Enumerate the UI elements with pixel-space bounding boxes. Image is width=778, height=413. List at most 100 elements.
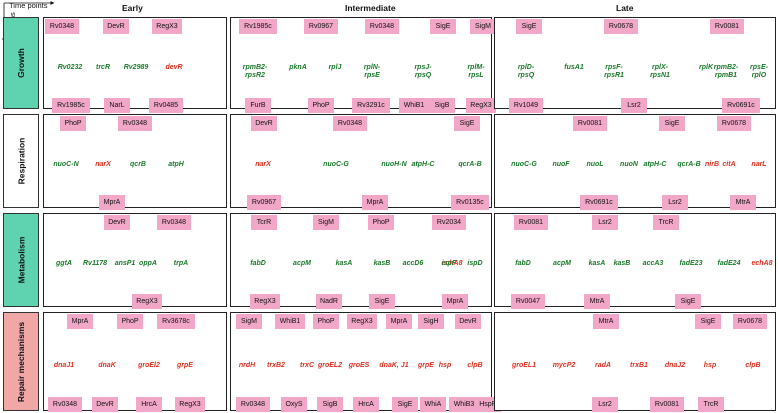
regulator-box: Rv1049 [508, 98, 544, 113]
regulator-box: MprA [67, 314, 93, 329]
gene-label: ispF [441, 260, 457, 267]
gene-label: rplJ [328, 64, 342, 71]
gene-label: kasB [613, 260, 631, 267]
row-label-text: Growth [16, 48, 26, 78]
regulator-box: Rv0348 [117, 116, 153, 131]
gene-label: groEl2 [138, 362, 160, 369]
gene-label: acpM [293, 260, 311, 267]
gene-label: oppA [139, 260, 157, 267]
regulator-box: PhoP [308, 98, 334, 113]
regulator-box: Rv0691c [721, 98, 761, 113]
panel-rep-late [494, 312, 776, 411]
regulator-box: Rv0081 [709, 19, 745, 34]
gene-label: echA8 [751, 260, 773, 267]
gene-label: grpE [418, 362, 434, 369]
regulator-box: MprA [362, 195, 388, 210]
regulator-box: Rv0678 [732, 314, 768, 329]
regulator-box: SigH [418, 314, 444, 329]
regulator-box: SigE [430, 19, 456, 34]
regulator-box: WhiB3 [449, 397, 479, 412]
panel-rep-inter [230, 312, 492, 411]
regulator-box: MtrA [584, 294, 610, 309]
column-header-early: Early [122, 3, 143, 13]
row-label-text: Respiration [16, 137, 27, 185]
gene-label: qcrA-B [458, 161, 482, 168]
regulator-box: DevR [455, 314, 481, 329]
regulator-box: Rv0678 [603, 19, 639, 34]
gene-label: accD6 [402, 260, 424, 267]
regulator-box: Rv0967 [246, 195, 282, 210]
regulator-box: WhiB1 [275, 314, 305, 329]
gene-label: kasA [588, 260, 606, 267]
gene-label: rplX-rpsN1 [650, 64, 670, 79]
gene-label: ispD [467, 260, 483, 267]
regulator-box: SigM [470, 19, 496, 34]
regulator-box: SigE [369, 294, 395, 309]
gene-label: atpH-C [643, 161, 667, 168]
regulator-box: FurB [245, 98, 271, 113]
regulator-box: Lsr2 [592, 215, 618, 230]
gene-label: rpsF-rpsR1 [604, 64, 624, 79]
regulator-box: SigE [454, 116, 480, 131]
gene-label: rplD-rpsQ [517, 64, 535, 79]
regulator-box: SigE [675, 294, 701, 309]
regulator-box: Rv0348 [235, 397, 271, 412]
regulator-box: RegX3 [250, 294, 280, 309]
gene-label: groES [348, 362, 370, 369]
gene-label: nuoN [620, 161, 638, 168]
regulator-box: PhoP [313, 314, 339, 329]
gene-label: dnaJ1 [53, 362, 75, 369]
gene-label: groEL2 [317, 362, 343, 369]
gene-label: clpB [745, 362, 761, 369]
regulator-box: MprA [386, 314, 412, 329]
gene-label: mycP2 [552, 362, 576, 369]
gene-label: rplM-rpsL [467, 64, 485, 79]
gene-label: nuoC-N [53, 161, 79, 168]
gene-label: fabD [515, 260, 531, 267]
gene-label: fabD [250, 260, 266, 267]
gene-label: kasA [335, 260, 353, 267]
gene-label: rplK [699, 64, 713, 71]
gene-label: atpH [168, 161, 184, 168]
gene-label: grpE [177, 362, 193, 369]
regulator-box: SigE [516, 19, 542, 34]
regulator-box: Lsr2 [592, 397, 618, 412]
regulator-box: Rv0678 [716, 116, 752, 131]
regulator-box: MprA [442, 294, 468, 309]
gene-label: Rv1178 [82, 260, 108, 267]
gene-label: rplN-rpsE [363, 64, 381, 79]
regulator-box: MprA [99, 195, 125, 210]
gene-label: fadE24 [717, 260, 741, 267]
regulator-box: Rv0047 [510, 294, 546, 309]
gene-label: rpsE-rplO [750, 64, 768, 79]
gene-label: narX [255, 161, 271, 168]
gene-label: qcrA-B [677, 161, 701, 168]
gene-label: nirB [705, 161, 719, 168]
regulator-box: Rv1985c [238, 19, 278, 34]
gene-label: nuoH-N [381, 161, 407, 168]
gene-label: echA8 [441, 260, 463, 267]
row-label-text: Metabolism [16, 236, 27, 284]
gene-label: narL [751, 161, 767, 168]
gene-label: fusA1 [564, 64, 584, 71]
regulator-box: Rv0081 [649, 397, 685, 412]
row-label-3: Repair mechanisms [3, 312, 39, 411]
regulator-box: HrcA [136, 397, 162, 412]
gene-label: trxC [299, 362, 315, 369]
regulator-box: SigB [429, 98, 455, 113]
gene-label: dnaK, J1 [379, 362, 409, 369]
regulator-box: Rv1985c [51, 98, 91, 113]
gene-label: dnaJ2 [664, 362, 686, 369]
regulator-box: DevR [251, 116, 277, 131]
regulator-box: RegX3 [132, 294, 162, 309]
gene-label: qcrB [130, 161, 146, 168]
gene-label: devR [165, 64, 183, 71]
gene-label: pknA [289, 64, 307, 71]
gene-label: trxB2 [267, 362, 285, 369]
regulator-box: DevR [104, 215, 130, 230]
regulator-box: RegX3 [347, 314, 377, 329]
gene-label: Rv2989 [123, 64, 149, 71]
regulator-box: SigB [317, 397, 343, 412]
gene-label: rpsJ-rpsQ [414, 64, 432, 79]
